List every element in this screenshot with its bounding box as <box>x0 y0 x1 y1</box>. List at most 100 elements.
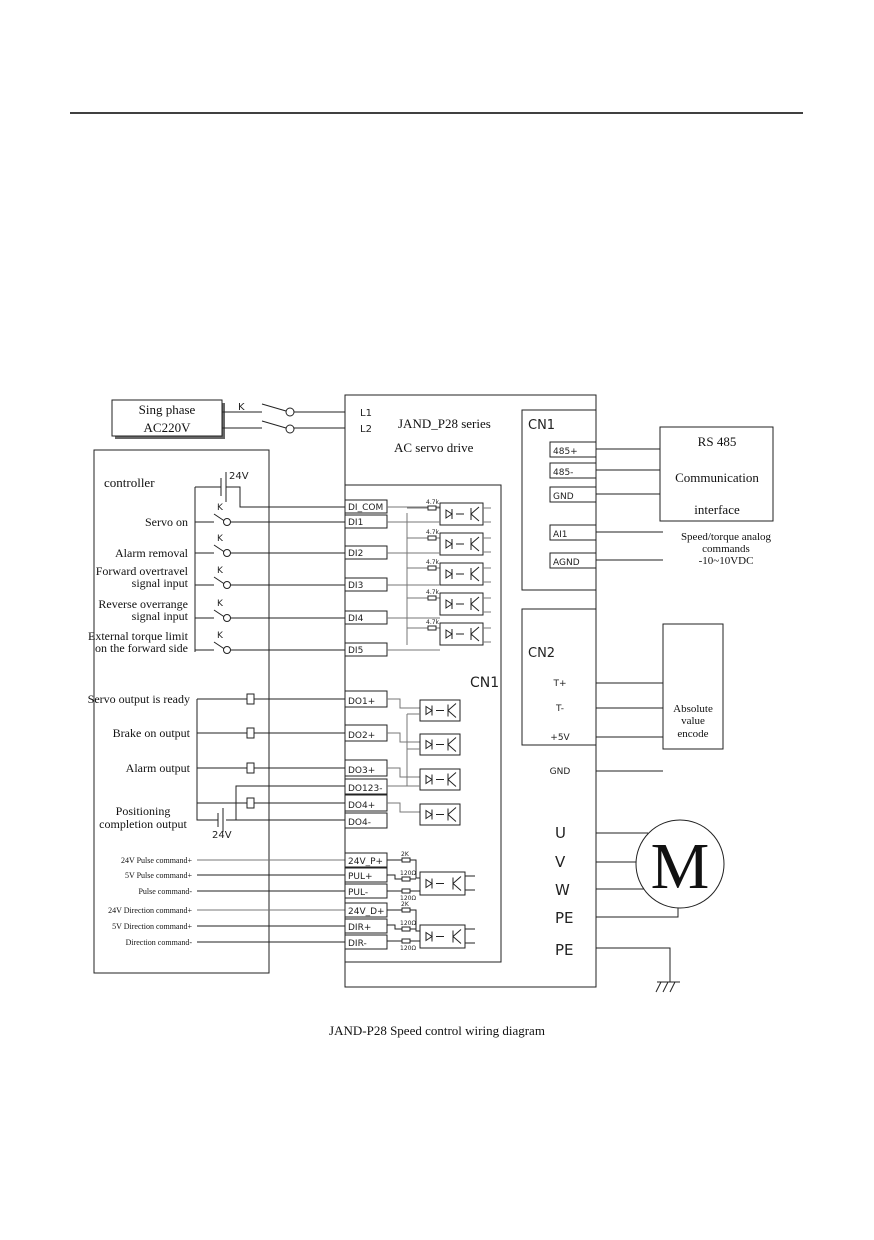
pin-do-label: DO3+ <box>348 766 375 776</box>
pin-pulse-label: PUL- <box>348 888 368 898</box>
wire <box>387 567 491 586</box>
output-optocoupler <box>419 768 461 791</box>
motor-terminal: W <box>555 881 570 899</box>
wire <box>425 703 457 718</box>
pulse-row: Pulse command- PUL- <box>138 883 388 899</box>
resistor-label: 120Ω <box>400 895 416 902</box>
resistor-label: 4.7k <box>426 529 440 536</box>
encoder-label: Absolute <box>673 703 713 715</box>
input-label: on the forward side <box>95 641 188 655</box>
power-source: Sing phase AC220V K <box>111 399 345 439</box>
output-label: Alarm output <box>126 761 191 775</box>
output-label: Servo output is ready <box>88 692 190 706</box>
pin-do4-minus-box <box>344 812 388 829</box>
wire <box>425 737 457 752</box>
switch-label: K <box>217 631 224 641</box>
wire <box>387 698 420 709</box>
wire <box>465 875 475 891</box>
wire <box>387 732 420 743</box>
wire <box>445 626 480 642</box>
pulse-row: 5V Pulse command+ PUL+ <box>125 867 388 883</box>
resistor <box>401 888 411 894</box>
resistor-label: 2K <box>401 851 410 858</box>
resistor <box>427 625 437 631</box>
output-optocoupler <box>419 699 461 722</box>
resistor <box>427 505 437 511</box>
motor-terminal: V <box>555 853 566 871</box>
switch-label: K <box>217 599 224 609</box>
motor: M <box>596 819 725 993</box>
pin-pulse-label: 24V_D+ <box>348 907 385 917</box>
pulse-row: 24V Pulse command+ 24V_P+ <box>121 852 388 868</box>
input-optocoupler <box>439 532 484 556</box>
power-label-2: AC220V <box>144 420 192 435</box>
pin-comm-label: 485+ <box>553 447 578 457</box>
motor-terminal: PE <box>555 941 574 959</box>
wire <box>387 627 491 651</box>
wire <box>445 506 480 522</box>
output-row: Alarm output DO3+ <box>126 759 461 791</box>
output-label: completion output <box>99 817 187 831</box>
wire <box>425 807 457 822</box>
pin-pulse-label: DIR+ <box>348 923 371 933</box>
pulse-row: Direction command-DIR- <box>126 934 388 950</box>
input-optocoupler <box>439 622 484 646</box>
wire <box>387 802 420 813</box>
pin-di-label: DI4 <box>348 614 364 624</box>
switch-label: K <box>217 566 224 576</box>
input-label: External torque limit <box>88 629 189 643</box>
cn1-label: CN1 <box>470 675 499 691</box>
resistor-label: 4.7k <box>426 559 440 566</box>
resistor-label: 120Ω <box>400 945 416 952</box>
pulse-optocoupler <box>419 871 466 896</box>
switch-label: K <box>238 402 245 413</box>
input-label: Reverse overrange <box>98 597 188 611</box>
wire <box>387 909 420 942</box>
output-resistor <box>246 762 255 774</box>
motor-label: M <box>651 830 710 903</box>
resistor <box>427 535 437 541</box>
wire <box>445 536 480 552</box>
input-optocoupler <box>439 502 484 526</box>
drive-title: JAND_P28 series <box>398 416 491 431</box>
input-label: signal input <box>132 576 189 590</box>
pulse-label: Direction command- <box>126 938 193 947</box>
wire <box>425 929 462 944</box>
resistor <box>401 926 411 932</box>
motor-terminal: PE <box>555 909 574 927</box>
cn2-box <box>521 608 597 746</box>
encoder-label: encode <box>677 728 708 740</box>
pin-comm-label: AI1 <box>553 530 568 540</box>
pin-do-label: DO2+ <box>348 731 375 741</box>
power-label-1: Sing phase <box>139 402 196 417</box>
pin-di-com-label: DI_COM <box>348 503 383 513</box>
rs485-label: interface <box>694 502 740 517</box>
pulse-label: Pulse command- <box>138 887 192 896</box>
terminal-l1: L1 <box>360 408 372 419</box>
cn2-pin: +5V <box>550 733 570 743</box>
input-label: Servo on <box>145 515 188 529</box>
terminal-l2: L2 <box>360 424 372 435</box>
pulse-label: 24V Pulse command+ <box>121 856 193 865</box>
pin-pulse-label: PUL+ <box>348 872 373 882</box>
switch-contact <box>223 518 231 526</box>
switch-label: K <box>217 534 224 544</box>
wire <box>387 537 491 554</box>
input-optocoupler <box>439 592 484 616</box>
wire <box>387 859 420 892</box>
pin-comm-label: AGND <box>553 558 580 568</box>
pin-comm-label: 485- <box>553 468 573 478</box>
pin-pulse-label: 24V_P+ <box>348 857 383 867</box>
rs485-box <box>659 426 774 522</box>
wire <box>387 507 491 523</box>
pulse-label: 5V Pulse command+ <box>125 871 193 880</box>
analog-label: commands <box>702 543 750 555</box>
analog-label: -10~10VDC <box>699 555 754 567</box>
